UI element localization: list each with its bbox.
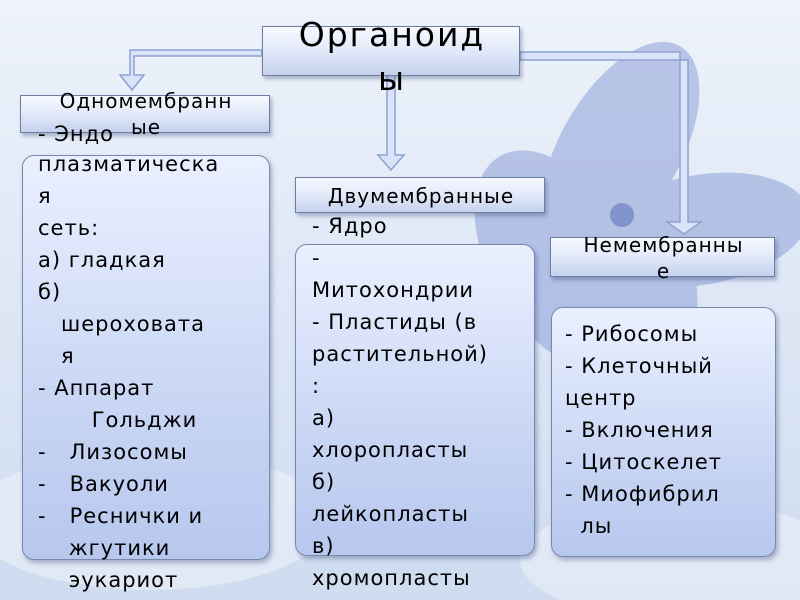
non-membrane-line: - Миофибрил [565, 482, 720, 506]
double-membrane-line: : [312, 374, 321, 398]
double-membrane-line: б) [312, 470, 336, 494]
non-membrane-line: - Клеточный [565, 354, 713, 378]
non-membrane-header-2: е [656, 259, 671, 283]
non-membrane-line: - Рибосомы [565, 322, 699, 346]
non-membrane-header-1: Немембранны [583, 233, 744, 257]
single-membrane-line: я [38, 344, 75, 368]
single-membrane-line: б) [38, 280, 62, 304]
double-membrane-line: - [312, 246, 321, 270]
single-membrane-list-box [22, 155, 270, 560]
single-membrane-header-box: Одномембранн ые [20, 89, 270, 139]
single-membrane-header-2: ые [130, 115, 162, 139]
single-membrane-line: - Лизосомы [38, 440, 188, 464]
non-membrane-line: - Включения [565, 418, 714, 442]
title-line-1: Органоид [298, 15, 486, 54]
double-membrane-line: растительной) [312, 342, 488, 366]
single-membrane-line: Гольджи [38, 408, 198, 432]
single-membrane-line: - Реснички и [38, 504, 204, 528]
double-membrane-line: - Пластиды (в [312, 310, 478, 334]
double-membrane-line: хлоропласты [312, 438, 469, 462]
single-membrane-line: плазматическа [38, 152, 220, 176]
single-membrane-line: шероховата [38, 312, 205, 336]
single-membrane-line: а) гладкая [38, 248, 166, 272]
single-membrane-line: я [38, 184, 52, 208]
double-membrane-list-box [295, 244, 535, 556]
title-line-2: ы [377, 59, 407, 98]
single-membrane-line: - Аппарат [38, 376, 155, 400]
double-membrane-line: лейкопласты [312, 502, 469, 526]
single-membrane-line: - Эндо [38, 122, 115, 146]
double-membrane-line: в) [312, 534, 335, 558]
single-membrane-line: эукариот [38, 568, 179, 592]
non-membrane-line: - Цитоскелет [565, 450, 723, 474]
double-membrane-line: а) [312, 406, 336, 430]
single-membrane-header-1: Одномембранн [59, 89, 233, 113]
non-membrane-list-box [551, 307, 776, 557]
single-membrane-line: жгутики [38, 536, 171, 560]
double-membrane-header: Двумембранные [327, 184, 515, 208]
double-membrane-header-box: Двумембранные [295, 177, 545, 213]
non-membrane-line: центр [565, 386, 637, 410]
double-membrane-line: - Ядро [312, 214, 388, 238]
double-membrane-line: Митохондрии [312, 278, 474, 302]
non-membrane-line: лы [565, 514, 613, 538]
single-membrane-line: сеть: [38, 216, 100, 240]
single-membrane-line: - Вакуоли [38, 472, 169, 496]
double-membrane-line: хромопласты [312, 566, 471, 590]
non-membrane-header-box: Немембранны е [550, 233, 775, 283]
title-box: Органоид ы [262, 15, 520, 98]
